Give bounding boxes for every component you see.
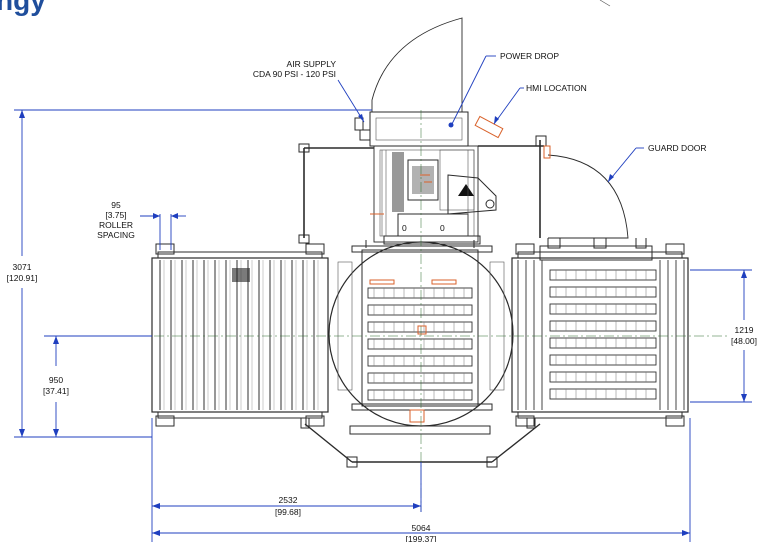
overall-length-in: [199.37]	[406, 534, 437, 542]
svg-text:0: 0	[402, 223, 407, 233]
left-conveyor	[151, 243, 329, 427]
roller	[549, 388, 657, 400]
centerlines	[118, 110, 730, 512]
guard-door-swing-right	[547, 154, 629, 239]
right-conveyor	[511, 238, 689, 427]
roller	[367, 389, 473, 401]
roller	[367, 321, 473, 333]
roller	[549, 371, 657, 383]
roller	[549, 320, 657, 332]
title-fragment: ngy	[0, 0, 46, 16]
lower-tie-rods	[300, 417, 541, 468]
roller	[549, 354, 657, 366]
guard-frame	[298, 115, 551, 248]
roller-spacing-label-1: ROLLER	[99, 220, 133, 230]
roller-spacing-in: [3.75]	[105, 210, 126, 220]
roller-spacing-label-2: SPACING	[97, 230, 135, 240]
roller	[549, 337, 657, 349]
air-supply-pressure-label: CDA 90 PSI - 120 PSI	[253, 69, 336, 79]
roller	[367, 287, 473, 299]
roller	[549, 286, 657, 298]
turntable	[328, 241, 514, 435]
half-length-mm: 2532	[279, 495, 298, 505]
hmi-location-label: HMI LOCATION	[526, 83, 587, 93]
half-length-in: [99.68]	[275, 507, 301, 517]
roller	[367, 338, 473, 350]
callout-leaders	[337, 55, 644, 183]
wrapper-head: 0 0	[369, 111, 497, 245]
roller	[549, 269, 657, 281]
overall-height-mm: 3071	[13, 262, 32, 272]
roller	[367, 355, 473, 367]
overall-height-in: [120.91]	[7, 273, 38, 283]
conveyor-offset-mm: 950	[49, 375, 63, 385]
conveyor-width-in: [48.00]	[731, 336, 757, 346]
guard-door-label: GUARD DOOR	[648, 143, 707, 153]
corner-mark	[599, 0, 611, 7]
guard-door-swing-top	[371, 17, 463, 112]
conveyor-offset-in: [37.41]	[43, 386, 69, 396]
svg-text:0: 0	[440, 223, 445, 233]
dimension-lines	[14, 109, 752, 542]
overall-length-mm: 5064	[412, 523, 431, 533]
roller-spacing-mm: 95	[111, 200, 121, 210]
roller	[549, 303, 657, 315]
conveyor-width-mm: 1219	[735, 325, 754, 335]
air-supply-label: AIR SUPPLY	[287, 59, 337, 69]
power-drop-label: POWER DROP	[500, 51, 559, 61]
roller	[367, 372, 473, 384]
roller	[367, 304, 473, 316]
